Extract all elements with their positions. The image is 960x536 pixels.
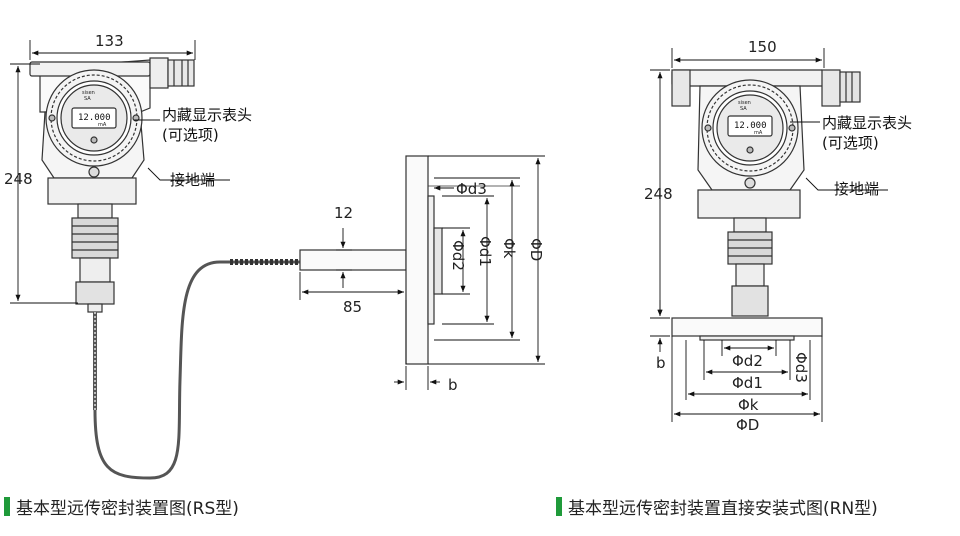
left-label-head-1: 内藏显示表头: [162, 106, 252, 124]
right-brand-sub: SA: [740, 106, 747, 112]
left-caption-text: 基本型远传密封装置图(RS型): [16, 498, 239, 519]
right-flange-d1: Φd1: [732, 374, 763, 392]
right-dim-height: 248: [644, 185, 673, 203]
right-dim-width: 150: [748, 38, 777, 56]
left-flange-d3: Φd3: [456, 180, 487, 198]
right-caption-text: 基本型远传密封装置直接安装式图(RN型): [568, 498, 878, 519]
left-flange: [405, 155, 520, 365]
left-caption: 基本型远传密封装置图(RS型): [4, 494, 239, 519]
left-capillary: [93, 259, 300, 480]
left-caption-marker: [4, 496, 10, 516]
right-brand: sisen: [738, 100, 751, 106]
left-transmitter: [29, 57, 195, 410]
right-label-ground: 接地端: [834, 180, 879, 198]
right-flange-d2: Φd2: [732, 352, 763, 370]
right-label-head-2: (可选项): [822, 134, 879, 152]
right-caption-marker: [556, 496, 562, 516]
left-display-unit: mA: [98, 122, 107, 128]
right-transmitter: [671, 69, 861, 341]
right-caption: 基本型远传密封装置直接安装式图(RN型): [556, 494, 878, 519]
right-flange-D: ΦD: [736, 416, 759, 434]
left-flange-d2: Φd2: [449, 240, 467, 271]
left-dim-height: 248: [4, 170, 33, 188]
right-display-value: 12.000: [734, 121, 767, 131]
left-display-value: 12.000: [78, 113, 111, 123]
left-flange-d1: Φd1: [476, 236, 494, 267]
right-display-unit: mA: [754, 130, 763, 136]
right-flange-d3: Φd3: [792, 352, 810, 383]
left-flange-D: ΦD: [527, 238, 545, 261]
right-dim-b: b: [656, 354, 666, 372]
right-dimensions: [650, 48, 888, 422]
left-brand: sisen: [82, 90, 95, 96]
left-seal-stem: [299, 249, 407, 271]
right-label-head-1: 内藏显示表头: [822, 114, 912, 132]
left-brand-sub: SA: [84, 96, 91, 102]
left-dim-85: 85: [343, 298, 362, 316]
left-dim-b: b: [448, 376, 458, 394]
left-dim-width: 133: [95, 32, 124, 50]
left-label-ground: 接地端: [170, 171, 215, 189]
left-dim-12: 12: [334, 204, 353, 222]
right-flange-k: Φk: [738, 396, 759, 414]
left-flange-k: Φk: [500, 238, 518, 259]
left-dimensions: [10, 40, 545, 390]
left-label-head-2: (可选项): [162, 126, 219, 144]
